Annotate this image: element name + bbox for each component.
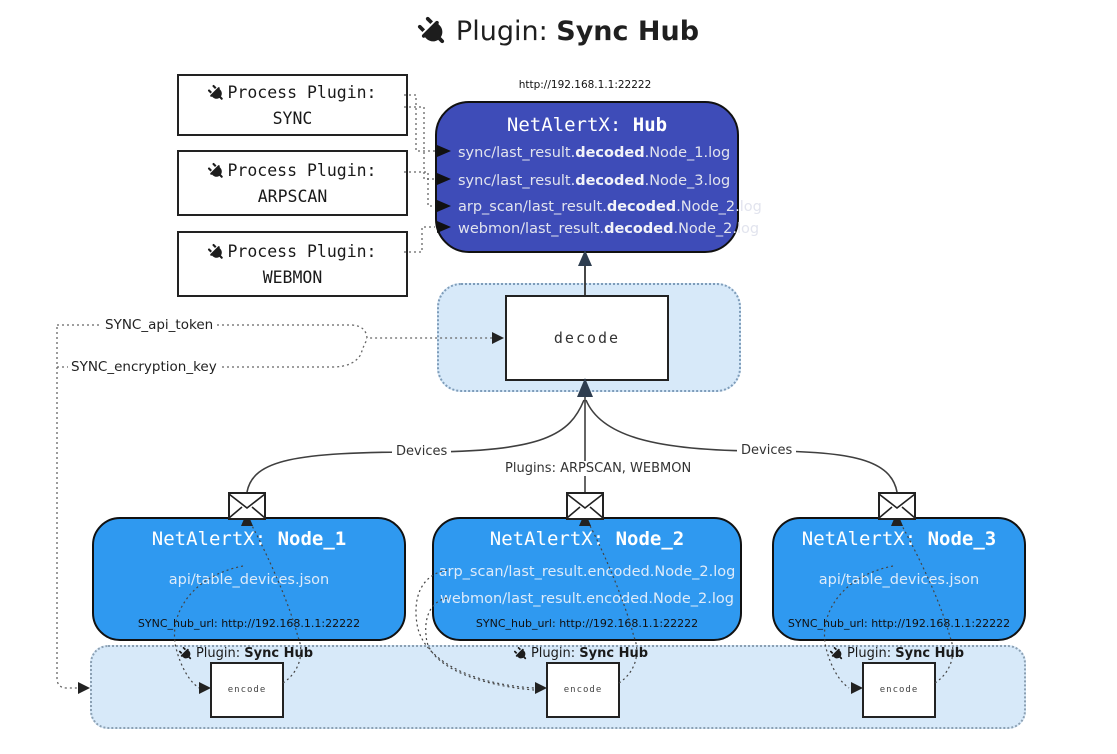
envelope-icon: [878, 492, 916, 520]
decode-box: decode: [505, 295, 669, 381]
encode-label: encode: [227, 685, 267, 695]
process-plugin-arpscan-box: Process Plugin: ARPSCAN: [177, 150, 408, 216]
plug-icon: [208, 162, 224, 178]
hub-box: NetAlertX: Hub sync/last_result.decoded.…: [435, 101, 762, 253]
node-title: NetAlertX: Node_2: [489, 528, 685, 550]
node-file: arp_scan/last_result.encoded.Node_2.log: [438, 564, 736, 580]
process-plugin-label: Process Plugin:: [227, 161, 377, 180]
sync-hub-plugin-label: Plugin: Sync Hub: [812, 646, 982, 661]
node-hub-url: SYNC_hub_url: http://192.168.1.1:22222: [475, 617, 699, 630]
node-1-box: NetAlertX: Node_1 api/table_devices.json…: [92, 517, 406, 641]
sync-api-token-label: SYNC_api_token: [102, 317, 217, 333]
encode-label: encode: [879, 685, 919, 695]
devices-left-label: Devices: [392, 444, 452, 459]
decode-label: decode: [553, 329, 621, 347]
node-hub-url: SYNC_hub_url: http://192.168.1.1:22222: [137, 617, 361, 630]
hub-log-line: webmon/last_result.decoded.Node_2.log: [458, 221, 760, 237]
envelope-icon: [228, 492, 266, 520]
process-plugin-name: SYNC: [272, 109, 313, 128]
title-name: Sync Hub: [556, 16, 700, 47]
plug-icon: [208, 243, 224, 259]
title-text: Plugin:: [455, 16, 557, 47]
hub-log-line: sync/last_result.decoded.Node_1.log: [458, 145, 731, 161]
plugins-center-label: Plugins: ARPSCAN, WEBMON: [501, 461, 696, 476]
hub-title: NetAlertX: Hub: [506, 114, 668, 136]
sync-encryption-key-label: SYNC_encryption_key: [68, 359, 220, 375]
devices-right-label: Devices: [737, 443, 797, 458]
plug-icon: [513, 646, 527, 659]
process-plugin-label: Process Plugin:: [227, 83, 377, 102]
node-3-box: NetAlertX: Node_3 api/table_devices.json…: [772, 517, 1026, 641]
plug-icon: [178, 646, 192, 659]
encode-box-1: encode: [210, 662, 284, 718]
node-2-box: NetAlertX: Node_2 arp_scan/last_result.e…: [432, 517, 742, 641]
plug-icon: [208, 84, 224, 100]
envelope-icon: [566, 492, 604, 520]
process-plugin-name: ARPSCAN: [257, 187, 328, 206]
plug-icon: [829, 646, 843, 659]
node-title: NetAlertX: Node_1: [151, 528, 347, 550]
process-plugin-name: WEBMON: [262, 268, 323, 287]
process-plugin-label: Process Plugin:: [227, 242, 377, 261]
node-hub-url: SYNC_hub_url: http://192.168.1.1:22222: [787, 617, 1011, 630]
node-title: NetAlertX: Node_3: [801, 528, 997, 550]
sync-hub-plugin-label: Plugin: Sync Hub: [496, 646, 666, 661]
encode-box-2: encode: [546, 662, 620, 718]
page-title: Plugin: Sync Hub: [0, 16, 1117, 47]
sync-hub-plugin-label: Plugin: Sync Hub: [161, 646, 331, 661]
node-file: api/table_devices.json: [168, 572, 330, 588]
encode-box-3: encode: [862, 662, 936, 718]
hub-url: http://192.168.1.1:22222: [518, 79, 652, 91]
node-file: api/table_devices.json: [818, 572, 980, 588]
process-plugin-sync-box: Process Plugin: SYNC: [177, 74, 408, 136]
encode-label: encode: [563, 685, 603, 695]
plug-icon: [417, 16, 445, 43]
node-file: webmon/last_result.encoded.Node_2.log: [439, 591, 734, 607]
hub-log-line: arp_scan/last_result.decoded.Node_2.log: [458, 199, 762, 215]
hub-log-line: sync/last_result.decoded.Node_3.log: [458, 173, 731, 189]
process-plugin-webmon-box: Process Plugin: WEBMON: [177, 231, 408, 297]
